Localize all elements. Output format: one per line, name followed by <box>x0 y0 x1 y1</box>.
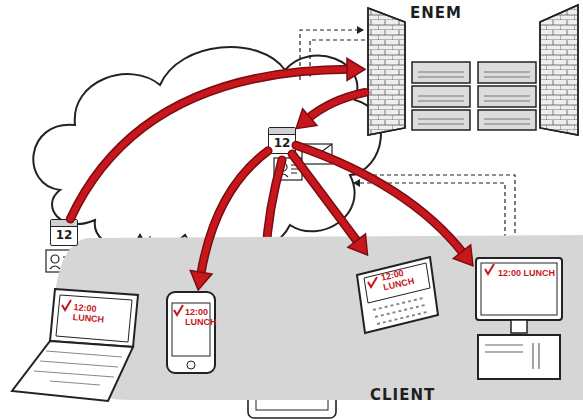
arrow-heads <box>347 58 365 80</box>
red-arrow <box>296 92 365 128</box>
smartphone-shape <box>355 255 440 335</box>
cloud <box>33 47 381 256</box>
card <box>46 250 74 272</box>
arrow-heads <box>190 270 212 290</box>
dashed-arrow <box>312 240 352 264</box>
red-arrow <box>256 160 282 314</box>
band-label: CLIENT <box>370 386 435 404</box>
drive-slots <box>485 343 539 369</box>
dashed-arrow <box>149 236 150 298</box>
smartphone-body <box>357 257 438 333</box>
rack-unit <box>412 110 470 130</box>
phone-body <box>167 292 215 373</box>
arrow-shaft <box>265 160 282 296</box>
server-towers <box>368 5 578 135</box>
arrow-head <box>190 270 212 290</box>
brick-wall <box>540 5 578 135</box>
red-arrow <box>296 145 473 266</box>
arrow-outline <box>296 145 464 254</box>
envelope <box>80 243 110 263</box>
date-number: 12 <box>51 228 77 242</box>
arrow-heads <box>348 234 368 255</box>
band-fill <box>54 235 583 400</box>
screen-text: 12:00 LUNCH <box>72 302 130 327</box>
phone-screen <box>172 303 210 356</box>
arrow-shaft <box>265 160 282 296</box>
contact-card <box>46 250 74 272</box>
rack-unit <box>478 110 536 130</box>
desktop-computer: 12:00 LUNCH <box>473 255 565 395</box>
monitor-stand <box>511 320 527 333</box>
arrow-head <box>296 109 317 129</box>
laptop-screen <box>56 295 132 342</box>
arrow-head <box>347 58 365 80</box>
red-arrow <box>190 151 268 290</box>
mobile-phone: 12:00 LUNCH <box>165 290 217 375</box>
screen-text: 12:00 LUNCH <box>498 268 556 278</box>
arrow-head <box>256 293 277 314</box>
screen-text: 12:00 LUNCH <box>380 262 433 293</box>
dashed-arrow <box>139 234 140 300</box>
arrow-outline <box>201 151 268 275</box>
envelope-flap <box>80 243 110 254</box>
laptop-shape <box>10 285 140 403</box>
dashed-arrow <box>300 238 350 272</box>
dashed-arrow <box>271 252 272 316</box>
check-mark <box>62 300 71 310</box>
arrow-shaft <box>201 151 268 275</box>
arrow-shaft <box>296 145 464 254</box>
server-label: ENEM <box>410 4 462 22</box>
screen-text: 12:00 LUNCH <box>185 307 211 327</box>
smartphone-screen <box>364 263 430 303</box>
brick-wall <box>368 8 405 135</box>
envelope-body <box>80 243 110 263</box>
monitor-screen <box>481 263 557 315</box>
dashed-arrow <box>352 175 515 252</box>
tablet-screen <box>256 328 328 410</box>
card-lines <box>50 257 71 269</box>
check-mark <box>174 305 183 315</box>
keyboard <box>34 351 122 385</box>
rack-slots <box>418 72 530 124</box>
dashed-arrow <box>189 262 190 290</box>
laptop-base <box>12 341 133 401</box>
arrow-outline <box>307 92 365 119</box>
phone-shape <box>165 290 217 375</box>
laptop-lid <box>50 289 138 347</box>
check-mark <box>368 277 377 287</box>
tablet-body <box>248 320 336 418</box>
brick-wall <box>368 8 405 135</box>
desktop-shape <box>473 255 565 395</box>
brick-wall <box>540 5 578 135</box>
check-mark <box>485 264 494 274</box>
arrow-head <box>348 234 368 255</box>
tablet <box>248 320 336 418</box>
laptop: 12:00 LUNCH <box>10 285 140 403</box>
arrow-head <box>453 245 473 266</box>
computer-case <box>478 335 560 379</box>
home-button <box>187 361 195 369</box>
monitor-frame <box>476 258 562 320</box>
arrow-shaft <box>307 92 365 119</box>
arrow-heads <box>296 109 317 129</box>
card-face <box>51 255 59 263</box>
smartphone: 12:00 LUNCH <box>355 255 440 335</box>
arrow-outline <box>70 69 350 219</box>
keypad <box>373 298 427 324</box>
arrow-heads <box>453 245 473 266</box>
arrow-shaft <box>70 69 350 219</box>
